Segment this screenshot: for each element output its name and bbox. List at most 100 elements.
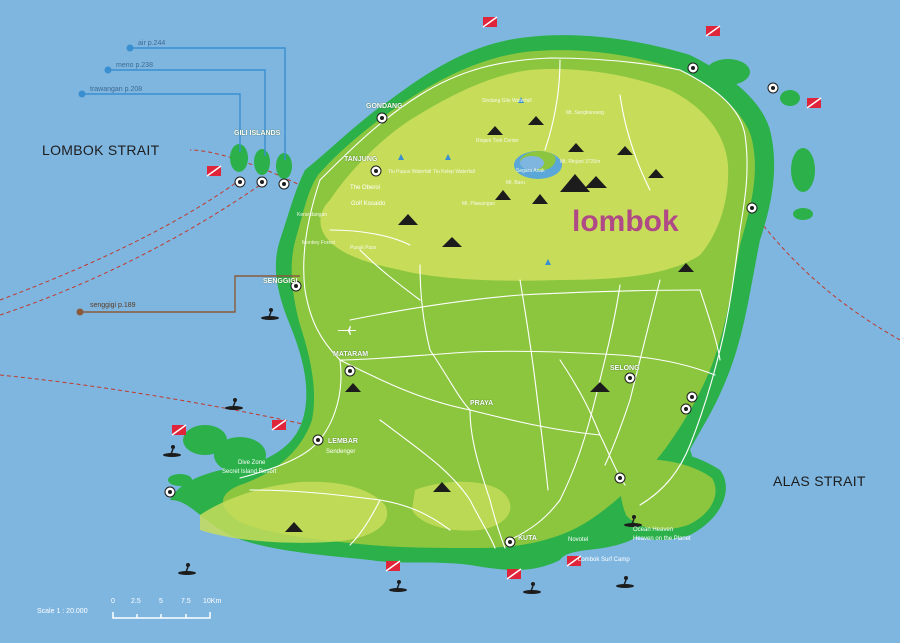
gili-islands [230,144,292,179]
surfer-icon [225,398,243,410]
dive-flag-icon [385,560,401,572]
scale-label: Scale 1 : 20.000 [37,608,88,615]
hotel-ocean-heaven: Ocean Heaven [633,527,674,533]
mountain-icon [398,214,418,225]
scale-tick-1: 2.5 [131,598,141,605]
mountain-icon [433,482,451,492]
town-senggigi: SENGGIGI [263,278,298,285]
town-mataram: MATARAM [333,351,369,358]
landmark-sendenger: Sendenger [326,449,356,455]
sea-label-east: ALAS STRAIT [773,473,866,489]
scale-tick-3: 7.5 [181,598,191,605]
waterfall-icons [398,97,551,265]
mountain-icon [528,116,544,125]
waterfall-icon [445,154,451,160]
reference-air[interactable]: air p.244 [138,40,166,47]
hotel-secret-island-resort: Secret Island Resort [222,469,277,475]
hotel-heaven-on-the-planet: Heaven on the Planet [633,536,691,542]
landmark-dive-zone: Dive Zone [238,460,266,466]
peak-plawangan: Mt. Plawangan [462,201,496,207]
reference-dots [78,44,134,98]
dive-site-icon [278,178,290,190]
surfer-icon [624,515,642,527]
mountain-icon [648,169,664,178]
mountain-icon [560,174,590,192]
senggigi-reference [76,275,300,316]
mountain-icon [568,143,584,152]
reference-lines [82,47,286,160]
scale-bar [112,612,211,619]
dive-flag-icon [482,16,498,28]
dive-site-icon [687,62,699,74]
sea-label-west: LOMBOK STRAIT [42,142,160,158]
dive-site-icon [614,472,626,484]
dive-site-icon [234,176,246,188]
dive-flag-icon [566,555,582,567]
reference-meno[interactable]: meno p.238 [116,62,153,69]
town-selong: SELONG [610,365,640,372]
scale-tick-0: 0 [111,598,115,605]
town-lembar: LEMBAR [328,438,358,445]
hotel-the-oberoi: The Oberoi [350,185,381,191]
mountain-icon [495,190,511,200]
peak-rinjani: Mt. Rinjani 3726m [560,159,601,165]
surfer-icon [389,580,407,592]
peak-sangkareang: Mt. Sangkareang [566,110,605,116]
reference-trawangan[interactable]: trawangan p.208 [90,86,143,93]
landmark-sindang-gile: Sindang Gile Waterfall [482,98,532,104]
dive-flag-icon [171,424,187,436]
dive-flag-icon [806,97,822,109]
landmark-segara-anak: Segara Anak [516,168,545,174]
dive-flags [171,16,822,580]
mountain-icon [585,176,607,188]
dive-flag-icon [506,568,522,580]
dive-site-icon [767,82,779,94]
roads [239,57,748,549]
mountain-icon [487,126,503,135]
surfer-icon [163,445,181,457]
hotel-novotel: Novotel [568,537,589,543]
surfer-icon [261,308,279,320]
dive-site-icon [290,280,302,292]
landmark-lombok-surf-camp: Lombok Surf Camp [578,557,630,563]
peak-baru: Mt. Baru [506,180,525,186]
reference-senggigi[interactable]: senggigi p.189 [90,302,136,309]
scale-tick-4: 10Km [203,598,222,605]
mountain-icon [532,194,548,204]
mountain-icon [442,237,462,247]
airplane-icon [338,326,356,335]
mountain-icon [678,263,694,272]
dive-site-icon [370,165,382,177]
dive-site-icon [624,372,636,384]
landmark-tiu-kelep: Tiu Kelep Waterfall [433,169,475,175]
dive-site-icon [344,365,356,377]
east-peninsula-lowland [620,459,716,530]
landmark-pusuk-pass: Pusuk Pass [350,245,377,251]
dive-flag-icon [271,419,287,431]
crater-lake [514,151,562,179]
mountain-icon [617,146,633,155]
landmark-rinjani-trek-center: Rinjani Trek Center [476,138,519,144]
dive-site-icon [376,112,388,124]
dive-site-icon [746,202,758,214]
town-kuta: KUTA [518,535,537,542]
landmark-tiu-pupus: Tiu Pupus Waterfall [388,169,432,175]
dive-site-icon [164,486,176,498]
surfer-icon [616,576,634,588]
surfer-icons [163,308,642,594]
landmark-kerandangan: Kerandangan [297,212,328,218]
dive-site-icon [504,536,516,548]
dive-site-icon [312,434,324,446]
town-tanjung: TANJUNG [344,156,378,163]
surfer-icon [178,563,196,575]
surfer-icon [523,582,541,594]
dive-flag-icon [705,25,721,37]
hotel-golf-kosaido: Golf Kosaido [351,201,386,207]
dive-site-icon [256,176,268,188]
mountain-icon [345,383,361,392]
dive-site-markers [164,62,779,548]
island-title: lombok [572,205,679,238]
south-highland [200,481,388,543]
